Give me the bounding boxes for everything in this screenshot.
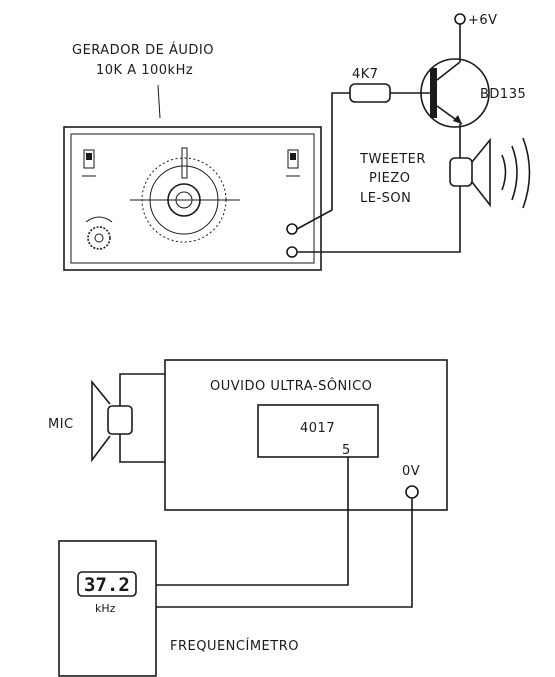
range-switch-left <box>83 149 95 169</box>
output-jack-1 <box>286 223 298 235</box>
tweeter-cone <box>471 137 491 208</box>
range-switch-right <box>287 149 299 169</box>
level-knob <box>87 226 111 250</box>
frequency-meter: 37.2 kHz <box>58 540 157 677</box>
emitter-arrow <box>453 115 462 124</box>
sound-wave-1 <box>501 154 507 191</box>
supply-terminal <box>454 13 466 25</box>
mic-label: MIC <box>48 417 74 432</box>
generator-label-line2: 10K A 100kHz <box>96 63 193 78</box>
level-knob-center <box>94 233 104 243</box>
chip-4017 <box>257 404 379 458</box>
audio-generator <box>63 126 322 271</box>
frequency-knob-cap <box>175 191 193 209</box>
mic-cone <box>91 379 111 463</box>
chip-label: 4017 <box>300 421 335 436</box>
tweeter-speaker <box>449 137 491 208</box>
generator-label-line1: GERADOR DE ÁUDIO <box>72 42 214 58</box>
tweeter-label-line1: TWEETER <box>359 152 426 167</box>
transistor-label: BD135 <box>480 87 526 102</box>
frequency-dial-scale <box>141 157 227 243</box>
transistor-bd135 <box>420 58 490 128</box>
wire-mic-top <box>119 373 165 406</box>
resistor-4k7 <box>349 83 391 103</box>
ground-terminal <box>405 485 419 499</box>
tweeter-magnet <box>449 157 473 187</box>
switch-lever-left <box>86 153 92 160</box>
ultrasonic-device: OUVIDO ULTRA-SÔNICO 4017 5 <box>164 359 448 511</box>
transistor-collector <box>436 61 461 81</box>
wire-mic-bottom <box>119 434 165 463</box>
ground-label: 0V <box>402 464 420 479</box>
output-jack-2 <box>286 246 298 258</box>
tweeter-label-line3: LE-SON <box>360 191 411 206</box>
chip-pin-label: 5 <box>342 443 351 458</box>
frequency-knob <box>167 183 201 217</box>
dial-pointer <box>181 147 188 179</box>
tweeter-label-line2: PIEZO <box>369 171 411 186</box>
resistor-label: 4K7 <box>352 67 379 82</box>
meter-label: FREQUENCÍMETRO <box>170 638 299 654</box>
wire-ground-to-meter <box>156 498 413 608</box>
microphone <box>91 379 133 463</box>
mic-capsule <box>107 405 133 435</box>
sound-wave-2 <box>511 145 518 201</box>
generator-label-pointer <box>157 84 161 119</box>
meter-display <box>77 571 137 597</box>
wire-tweeter-return <box>297 186 461 253</box>
wire-generator-to-resistor <box>296 92 350 230</box>
transistor-base-bar <box>430 68 437 118</box>
wire-pin5-to-meter <box>156 457 349 586</box>
device-label: OUVIDO ULTRA-SÔNICO <box>210 378 372 394</box>
supply-label: +6V <box>468 13 498 28</box>
frequency-dial-ring <box>149 165 219 235</box>
transistor-body <box>420 58 490 128</box>
switch-lever-right <box>290 153 296 160</box>
meter-unit: kHz <box>95 602 116 615</box>
sound-wave-3 <box>522 137 531 209</box>
generator-panel <box>70 133 315 264</box>
meter-reading: 37.2 <box>84 574 130 596</box>
generator-case <box>63 126 322 271</box>
meter-case <box>58 540 157 677</box>
device-box <box>164 359 448 511</box>
level-knob-scale <box>85 216 113 223</box>
